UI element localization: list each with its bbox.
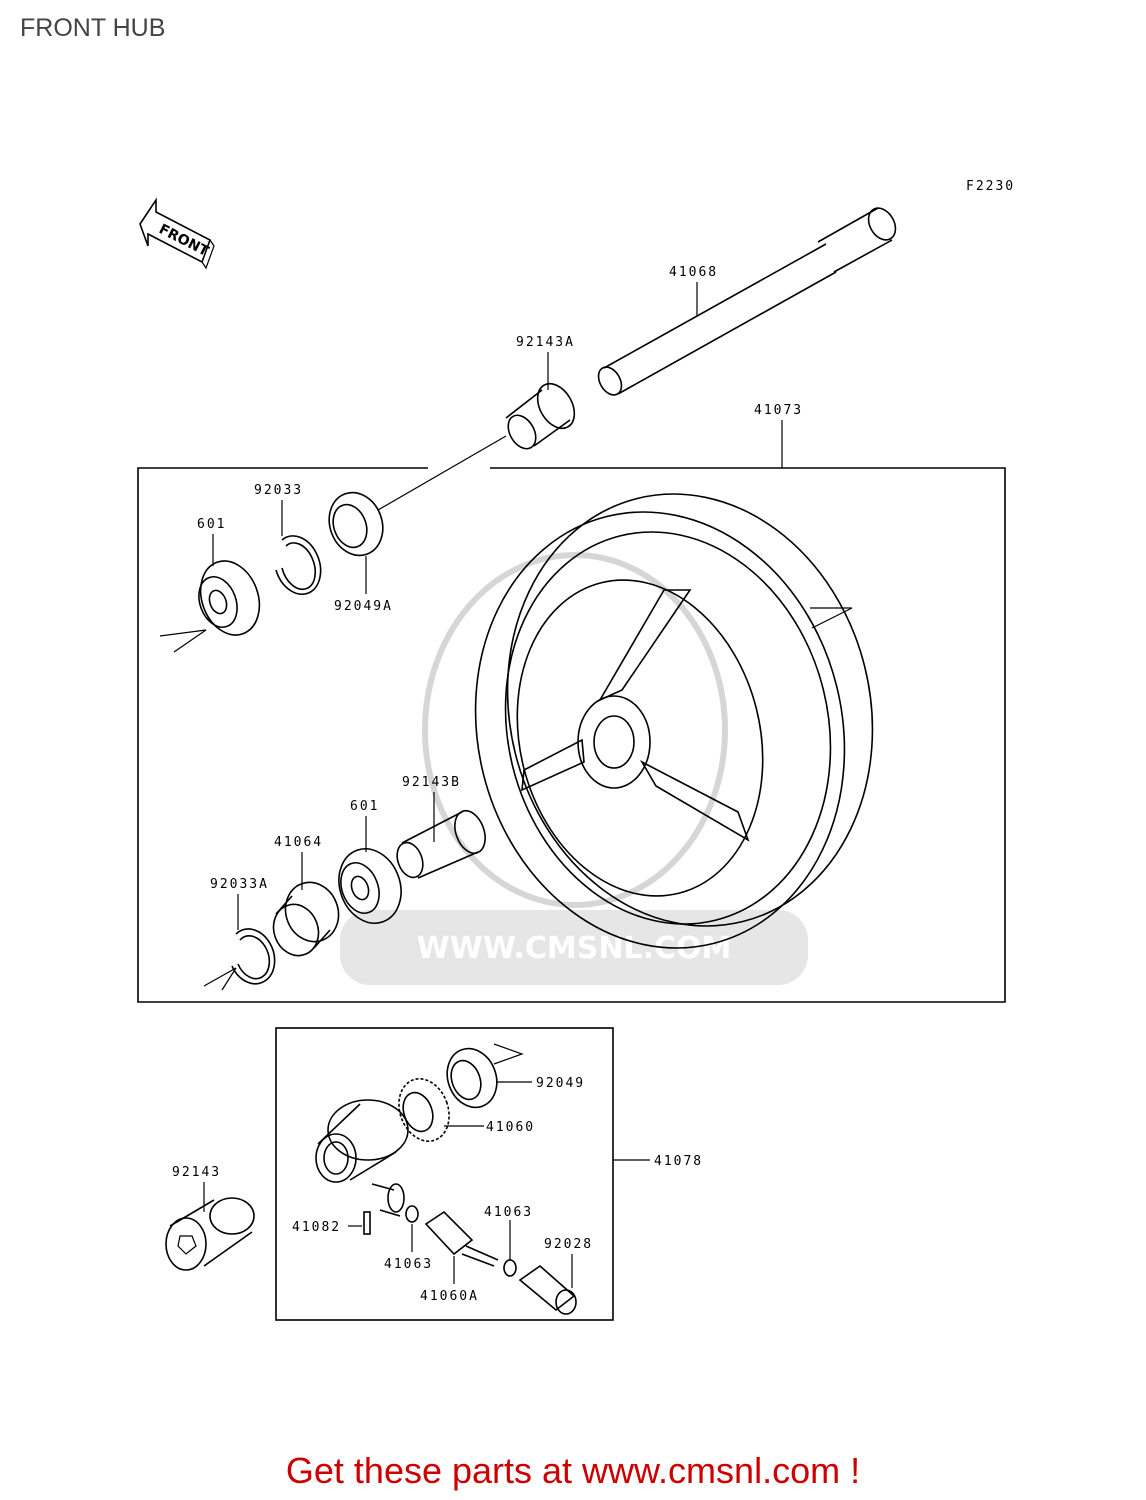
page-title: FRONT HUB [20, 14, 166, 42]
footer-cta-link[interactable]: Get these parts at www.cmsnl.com ! [285, 1450, 861, 1491]
label-92143: 92143 [172, 1165, 221, 1180]
bushing-92028 [518, 1254, 577, 1315]
washer-41063-left [405, 1205, 419, 1252]
seal-92049 [446, 1043, 532, 1109]
label-92143B: 92143B [402, 775, 461, 790]
collar-92143B [396, 792, 486, 879]
label-92033A: 92033A [210, 877, 269, 892]
label-41060: 41060 [486, 1120, 535, 1135]
wheel-assembly-box [137, 420, 1006, 1003]
collar-92143 [165, 1182, 255, 1271]
label-41073: 41073 [754, 403, 803, 418]
label-41060A: 41060A [420, 1289, 479, 1304]
label-92049: 92049 [536, 1076, 585, 1091]
axle-centerline [377, 435, 507, 511]
bearing-601-bottom [338, 816, 402, 924]
pin-41082 [348, 1211, 371, 1235]
speedometer-gearbox-box [275, 1027, 650, 1321]
label-41082: 41082 [292, 1220, 341, 1235]
label-92028: 92028 [544, 1237, 593, 1252]
circlip-92033 [275, 500, 322, 595]
gear-housing [315, 1099, 409, 1183]
label-41078: 41078 [654, 1154, 703, 1169]
washer-41063-right [503, 1220, 517, 1277]
axle-41068 [597, 207, 897, 396]
front-arrow-icon: FRONT [139, 197, 215, 270]
coupling-41064 [272, 852, 340, 957]
label-92143A: 92143A [516, 335, 575, 350]
label-92049A: 92049A [334, 599, 393, 614]
wheel-41073 [474, 493, 874, 949]
label-601-bottom: 601 [350, 799, 379, 814]
parts-diagram: WWW.CMSNL.COM F2230 FRONT 41068 92143A 4… [137, 179, 1015, 1321]
circlip-92033A [203, 894, 276, 991]
figure-code: F2230 [966, 179, 1015, 194]
pinion-41060A [424, 1210, 499, 1284]
label-92033: 92033 [254, 483, 303, 498]
label-41063-left: 41063 [384, 1257, 433, 1272]
collar-92143A [505, 352, 576, 450]
watermark: WWW.CMSNL.COM [340, 552, 808, 985]
label-41063-right: 41063 [484, 1205, 533, 1220]
label-601-top: 601 [197, 517, 226, 532]
sleeve [371, 1183, 405, 1217]
seal-92049A [328, 491, 384, 594]
bearing-601-top [159, 534, 261, 653]
gear-41060 [398, 1078, 484, 1142]
label-41064: 41064 [274, 835, 323, 850]
label-41068: 41068 [669, 265, 718, 280]
